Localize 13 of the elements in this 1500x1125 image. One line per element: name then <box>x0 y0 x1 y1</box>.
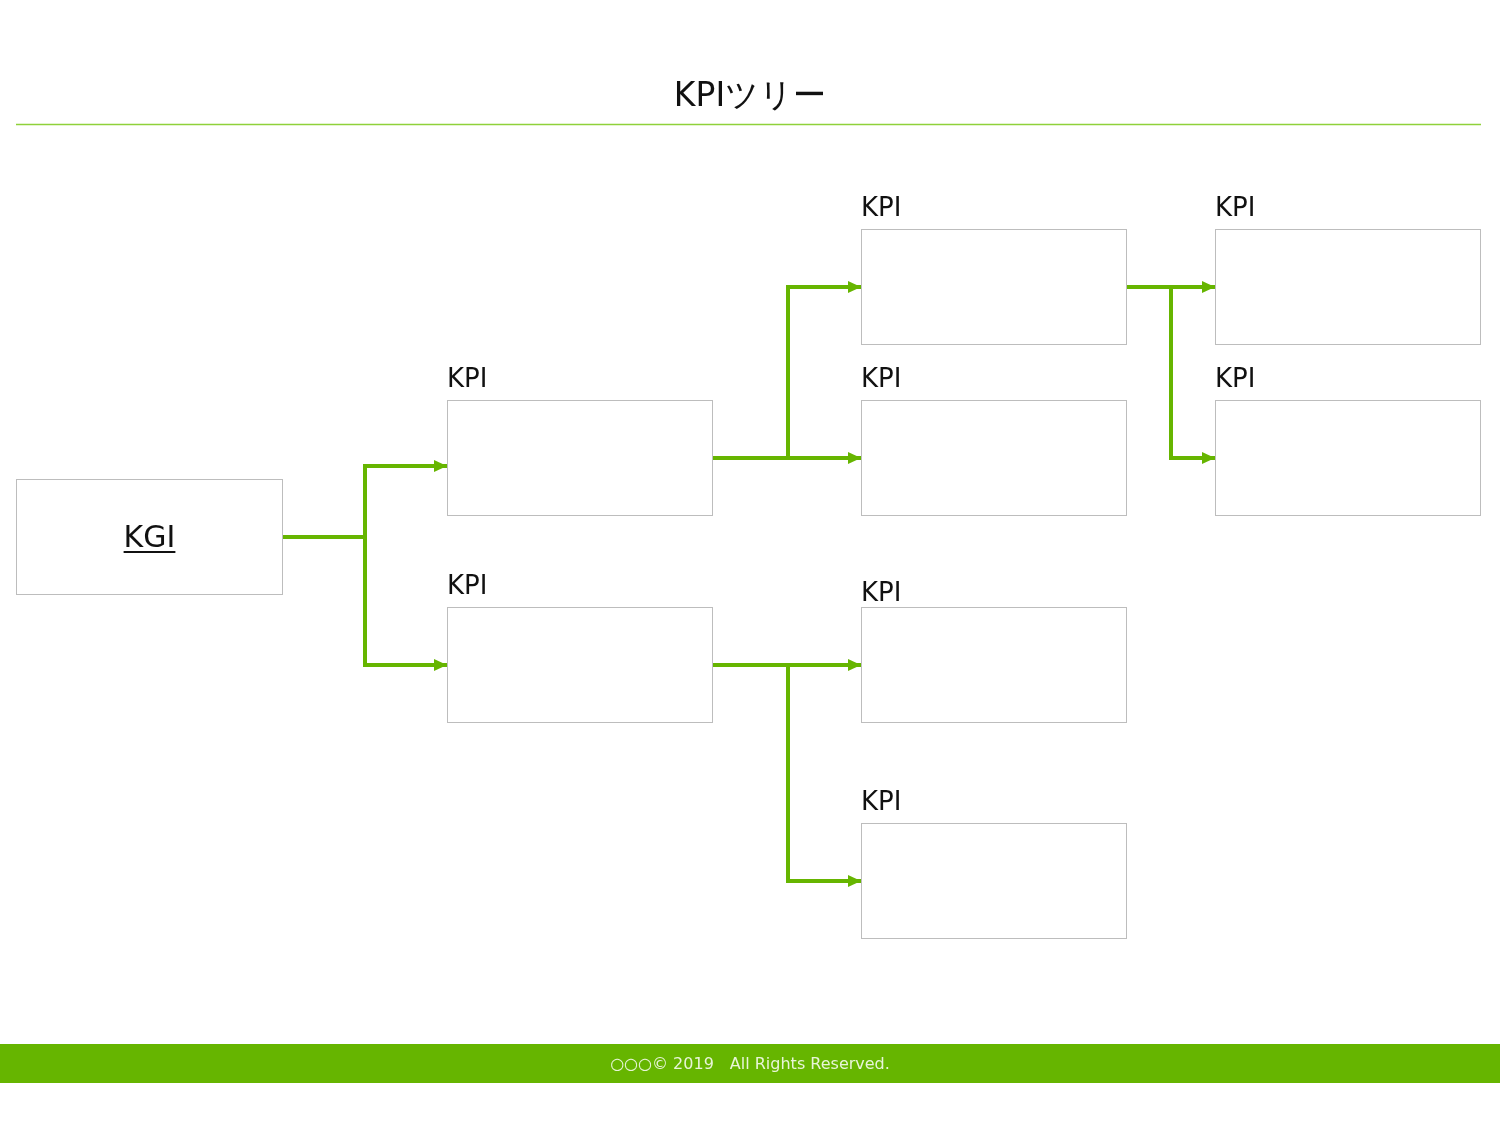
diagram-title: KPIツリー <box>673 74 827 116</box>
node-label: KGI <box>123 519 176 555</box>
node-heading: KPI <box>861 786 902 816</box>
arrow <box>1127 285 1215 464</box>
node-heading: KPI <box>447 570 488 600</box>
copyright-text: ○○○© 2019 All Rights Reserved. <box>610 1053 890 1074</box>
arrow <box>713 663 861 887</box>
node-heading: KPI <box>861 363 902 393</box>
node-heading: KPI <box>1215 192 1256 222</box>
node-heading: KPI <box>1215 363 1256 393</box>
node-heading: KPI <box>861 192 902 222</box>
node-heading: KPI <box>861 577 902 607</box>
node-heading: KPI <box>447 363 488 393</box>
